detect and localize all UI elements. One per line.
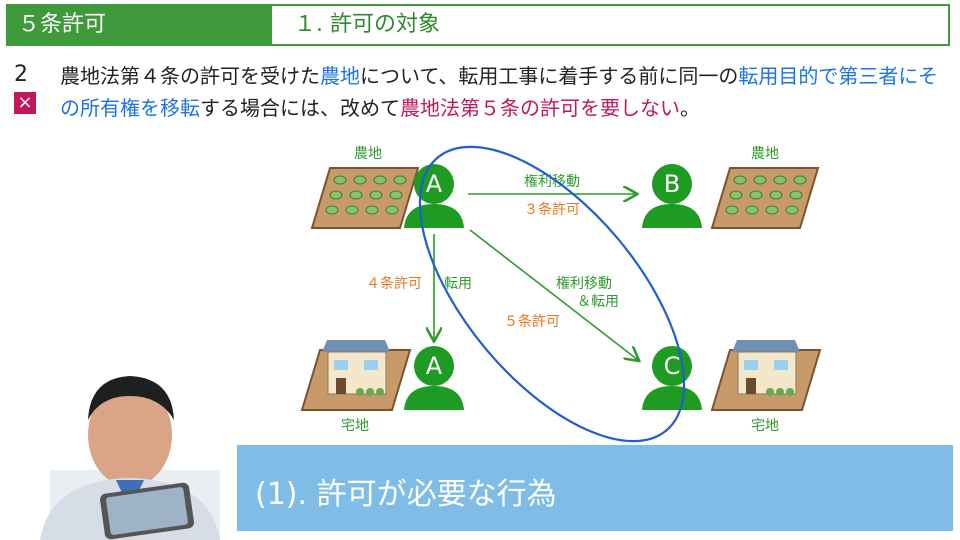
section-header: ５条許可 １. 許可の対象: [6, 4, 950, 46]
person-a-top-icon: [404, 164, 464, 228]
label-farmland-left: 農地: [354, 146, 382, 162]
question-part: について、転用工事に着手する前に同一の: [360, 64, 739, 88]
question-part-highlight: 転用目的で第三者にその所有権を移転: [60, 64, 939, 120]
banner-text: (1). 許可が必要な行為: [255, 477, 557, 512]
label-article4: ４条許可: [366, 275, 422, 292]
arrow-a-to-c: [469, 229, 638, 360]
question-number: 2: [14, 62, 28, 87]
label-person-b: B: [664, 170, 680, 198]
person-a-bottom-icon: [404, 346, 464, 410]
label-residential-right: 宅地: [751, 418, 779, 434]
label-person-a-bottom: A: [426, 352, 443, 380]
section-title: ５条許可: [8, 6, 272, 44]
label-farmland-right: 農地: [751, 146, 779, 162]
presenter-figure: [40, 376, 220, 540]
label-person-a-top: A: [426, 170, 443, 198]
label-article3: ３条許可: [524, 201, 580, 218]
label-and-conversion: ＆転用: [577, 294, 619, 310]
label-conversion: 転用: [444, 276, 472, 292]
question-part-highlight: 農地: [320, 64, 360, 88]
label-transfer-ac: 権利移動: [556, 275, 612, 292]
label-transfer-ab: 権利移動: [524, 173, 580, 190]
question-part: 農地法第４条の許可を受けた: [60, 64, 320, 88]
incorrect-mark-icon: ×: [14, 92, 36, 114]
label-residential-left: 宅地: [341, 418, 369, 434]
farmland-left-icon: [310, 167, 420, 229]
person-b-icon: [642, 164, 702, 228]
farmland-right-icon: [710, 167, 820, 229]
question-part-answer: 農地法第５条の許可を要しない: [400, 96, 680, 120]
highlight-ellipse: [418, 145, 686, 443]
person-c-icon: [642, 346, 702, 410]
label-article5: ５条許可: [504, 313, 560, 330]
question-part: する場合には、改めて: [200, 96, 400, 120]
house-right-icon: [710, 340, 822, 411]
question-text: 農地法第４条の許可を受けた農地について、転用工事に着手する前に同一の転用目的で第…: [60, 60, 950, 124]
question-part: 。: [680, 96, 700, 120]
house-left-icon: [300, 340, 412, 411]
topic-title: １. 許可の対象: [294, 12, 440, 37]
topic-banner: (1). 許可が必要な行為: [237, 445, 953, 531]
label-person-c: C: [664, 352, 681, 380]
